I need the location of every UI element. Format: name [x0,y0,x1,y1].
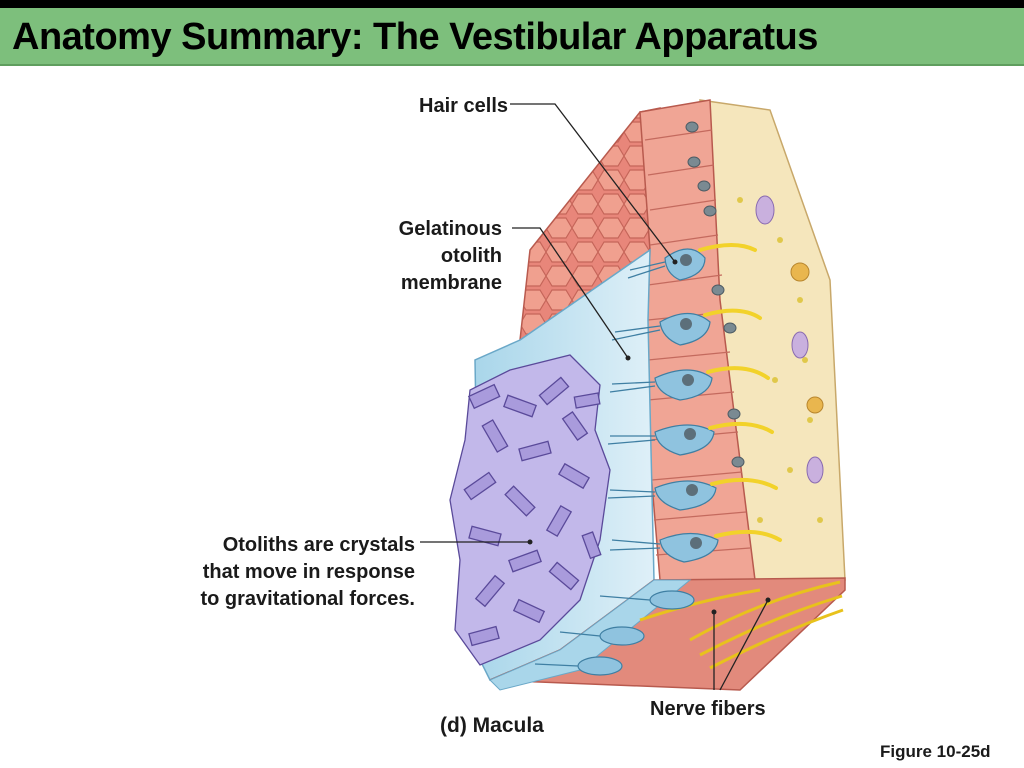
connective-cell [806,456,824,484]
stereocilia [607,261,666,551]
nerve-fibers-label: Nerve fibers [650,698,766,720]
hair-cells-label: Hair cells [419,95,508,117]
figure-number: Figure 10-25d [880,742,991,761]
nerve-fibers-bundle [639,580,844,670]
otoliths-label: Otoliths are crystals that move in respo… [200,534,416,610]
connective-cell [791,331,809,359]
top-rule [0,0,1024,8]
nerve-endings [698,243,782,542]
slide-title: Anatomy Summary: The Vestibular Apparatu… [12,16,818,58]
figure-caption: (d) Macula [440,714,544,737]
hair-cells [654,248,719,563]
bottom-hair-cells [577,590,695,676]
leader-lines [420,103,769,691]
title-bar: Anatomy Summary: The Vestibular Apparatu… [0,8,1024,66]
gelatinous-membrane-label: Gelatinous otolith membrane [398,218,502,294]
connective-cell [755,195,775,225]
otolith-crystals [449,354,611,666]
